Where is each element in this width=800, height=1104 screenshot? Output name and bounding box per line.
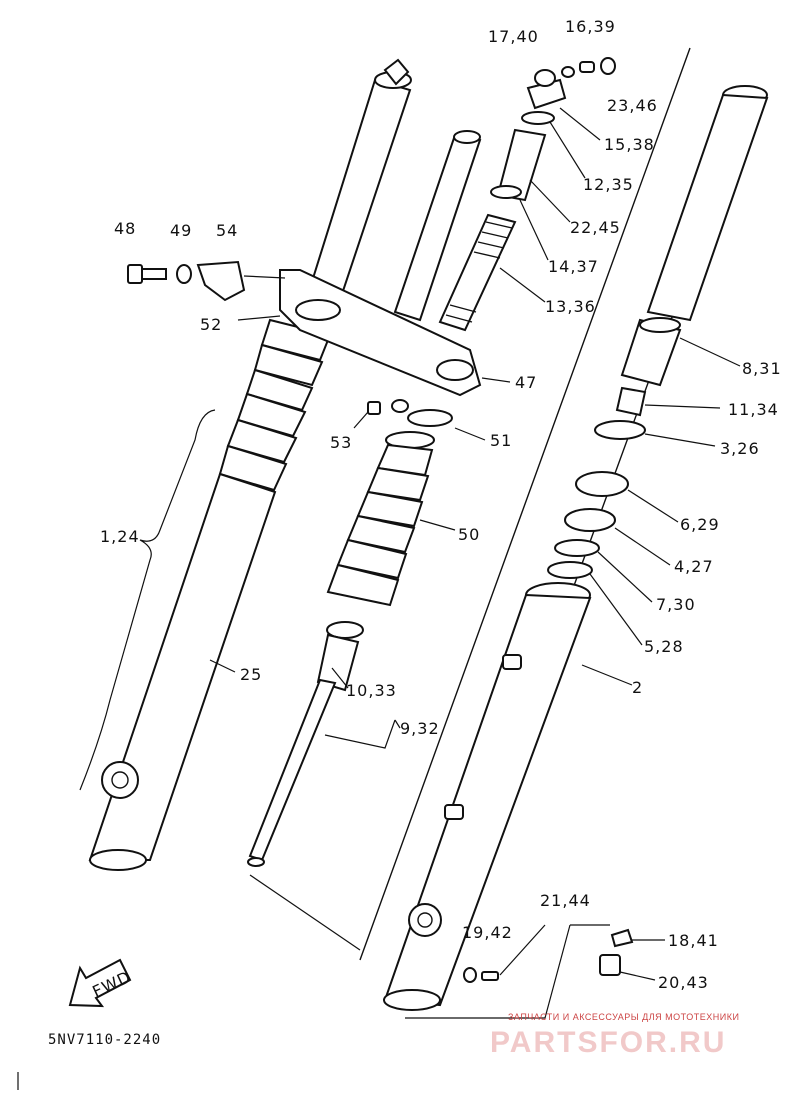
o-ring-17-40 bbox=[561, 66, 575, 78]
under-bracket bbox=[279, 269, 482, 397]
callout-14-37: 14,37 bbox=[548, 257, 599, 276]
callout-labels: 17,40 16,39 23,46 15,38 12,35 22,45 14,3… bbox=[100, 17, 782, 992]
callout-4-27: 4,27 bbox=[674, 557, 714, 576]
right-fork-inner-tube bbox=[646, 85, 769, 322]
clip-51 bbox=[407, 409, 453, 427]
steering-stem bbox=[393, 130, 482, 322]
washer-3-26 bbox=[594, 420, 646, 440]
callout-54: 54 bbox=[216, 221, 238, 240]
callout-10-33: 10,33 bbox=[346, 681, 397, 700]
leader-54 bbox=[243, 275, 286, 279]
callout-17-40: 17,40 bbox=[488, 27, 539, 46]
callout-22-45: 22,45 bbox=[570, 218, 621, 237]
bolt-20-43 bbox=[599, 954, 621, 976]
callout-12-35: 12,35 bbox=[583, 175, 634, 194]
right-fork-boot bbox=[326, 431, 435, 607]
callout-15-38: 15,38 bbox=[604, 135, 655, 154]
seal-5-28 bbox=[547, 561, 593, 579]
callout-13-36: 13,36 bbox=[545, 297, 596, 316]
callout-49: 49 bbox=[170, 221, 192, 240]
callout-9-32: 9,32 bbox=[400, 719, 440, 738]
callout-51: 51 bbox=[490, 431, 512, 450]
watermark-site: PARTSFOR.RU bbox=[490, 1026, 726, 1059]
fork-spring-13-36 bbox=[438, 213, 517, 332]
leader-lines bbox=[209, 107, 741, 981]
watermark-tagline: ЗАПЧАСТИ И АКСЕССУАРЫ ДЛЯ МОТОТЕХНИКИ bbox=[508, 1012, 739, 1022]
bolt-48 bbox=[127, 264, 167, 284]
washer-19-42 bbox=[463, 967, 477, 983]
callout-48: 48 bbox=[114, 219, 136, 238]
callout-20-43: 20,43 bbox=[658, 973, 709, 992]
left-fork-inner-tube bbox=[298, 58, 412, 332]
callout-8-31: 8,31 bbox=[742, 359, 782, 378]
plug-16-39 bbox=[579, 61, 595, 73]
callout-18-41: 18,41 bbox=[668, 931, 719, 950]
clip-18-41 bbox=[610, 928, 634, 948]
callout-53: 53 bbox=[330, 433, 352, 452]
callout-7-30: 7,30 bbox=[656, 595, 696, 614]
callout-23-46: 23,46 bbox=[607, 96, 658, 115]
diagram-code: 5NV7110-2240 bbox=[48, 1032, 161, 1048]
callout-6-29: 6,29 bbox=[680, 515, 720, 534]
washer-49 bbox=[176, 264, 192, 284]
clip-7-30 bbox=[554, 539, 600, 557]
callout-1-24: 1,24 bbox=[100, 527, 140, 546]
cap-bolt-15-38 bbox=[526, 69, 567, 110]
bracket-1-24 bbox=[79, 409, 216, 791]
bolt-21-44 bbox=[481, 971, 499, 981]
bushing-11-34 bbox=[615, 386, 647, 417]
damper-rod bbox=[247, 621, 364, 867]
bracket-9-32 bbox=[324, 719, 401, 749]
callout-52: 52 bbox=[200, 315, 222, 334]
callout-25: 25 bbox=[240, 665, 262, 684]
oil-seal-6-29 bbox=[575, 471, 629, 497]
callout-5-28: 5,28 bbox=[644, 637, 684, 656]
cap-23-46 bbox=[600, 57, 616, 75]
callout-16-39: 16,39 bbox=[565, 17, 616, 36]
callout-21-44: 21,44 bbox=[540, 891, 591, 910]
bolt-53 bbox=[367, 399, 409, 415]
callout-47: 47 bbox=[515, 373, 537, 392]
leader-21-44 bbox=[499, 924, 546, 976]
callout-11-34: 11,34 bbox=[728, 400, 779, 419]
callout-50: 50 bbox=[458, 525, 480, 544]
fwd-arrow-icon: FWD bbox=[68, 958, 134, 1008]
right-fork-outer-tube bbox=[383, 582, 592, 1011]
callout-19-42: 19,42 bbox=[462, 923, 513, 942]
o-ring-12-35 bbox=[521, 111, 555, 125]
seat-14-37 bbox=[490, 185, 522, 199]
seal-4-27 bbox=[564, 508, 616, 532]
callout-2: 2 bbox=[632, 678, 643, 697]
left-fork-boot bbox=[218, 318, 332, 492]
spacer-22-45 bbox=[496, 128, 547, 202]
left-fork-outer-tube bbox=[88, 472, 277, 871]
bushing-8-31 bbox=[620, 317, 682, 387]
clamp-54 bbox=[196, 260, 246, 302]
callout-3-26: 3,26 bbox=[720, 439, 760, 458]
